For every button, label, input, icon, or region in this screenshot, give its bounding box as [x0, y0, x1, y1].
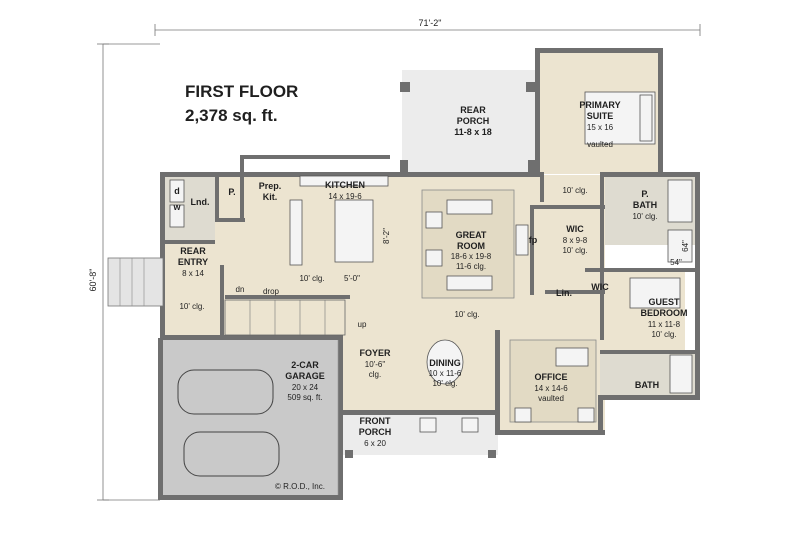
island-height-note: 8'-2" — [382, 228, 391, 244]
great-room-name-2: ROOM — [457, 241, 485, 251]
kitchen-ceiling-note: 10' clg. — [299, 274, 324, 283]
wic2-name: WIC — [591, 282, 609, 292]
garage-name-2: GARAGE — [285, 371, 325, 381]
dining-name: DINING — [429, 358, 461, 368]
plan-title: FIRST FLOOR — [185, 82, 298, 101]
great-room-name-1: GREAT — [456, 230, 487, 240]
washer-name: w — [172, 202, 181, 212]
copyright-text: © R.O.D., Inc. — [275, 482, 325, 491]
primary-suite-note: vaulted — [587, 140, 613, 149]
p-bath-name-1: P. — [641, 189, 648, 199]
rear-entry-name-1: REAR — [180, 246, 206, 256]
garage-area: 509 sq. ft. — [287, 393, 322, 402]
rear-entry-size: 8 x 14 — [182, 269, 204, 278]
island-width-note: 5'-0" — [344, 274, 360, 283]
prep-kitchen-name-1: Prep. — [259, 181, 282, 191]
wic-size: 8 x 9-8 — [563, 236, 588, 245]
guest-bedroom-size: 11 x 11-8 — [648, 320, 681, 329]
office-note: vaulted — [538, 394, 564, 403]
primary-suite-size: 15 x 16 — [587, 123, 614, 132]
foyer-ceiling-2: clg. — [369, 370, 381, 379]
front-porch-name-1: FRONT — [360, 416, 391, 426]
walls — [158, 48, 700, 500]
shower-dim-note: 64" — [681, 240, 690, 252]
linen-name: Lin. — [556, 288, 572, 298]
front-porch-name-2: PORCH — [359, 427, 392, 437]
foyer-name: FOYER — [359, 348, 391, 358]
guest-bedroom-ceiling: 10' clg. — [651, 330, 676, 339]
kitchen-size: 14 x 19-6 — [328, 192, 362, 201]
rear-porch-size: 11-8 x 18 — [454, 127, 492, 137]
bath-name: BATH — [635, 380, 659, 390]
primary-ceiling-note: 10' clg. — [562, 186, 587, 195]
garage-size: 20 x 24 — [292, 383, 319, 392]
great-room-ceiling: 11-6 clg. — [456, 262, 486, 271]
drop-zone-note: drop — [263, 287, 280, 296]
wic-ceiling: 10' clg. — [562, 246, 587, 255]
rear-entry-ceiling-note: 10' clg. — [179, 302, 204, 311]
rear-entry-name-2: ENTRY — [178, 257, 208, 267]
dryer-name: d — [174, 186, 180, 196]
shower-dim-note-2: 54" — [670, 258, 682, 267]
pantry-name: P. — [228, 187, 235, 197]
dimension-lines — [97, 24, 701, 501]
garage-name-1: 2-CAR — [291, 360, 319, 370]
room-labels: REAR PORCH 11-8 x 18 PRIMARY SUITE 15 x … — [172, 100, 687, 448]
foyer-ceiling-1: 10'-6" — [365, 360, 386, 369]
primary-suite-name-2: SUITE — [587, 111, 614, 121]
overall-depth-label: 60'-8" — [88, 269, 98, 292]
prep-kitchen-name-2: Kit. — [263, 192, 278, 202]
fixtures — [107, 91, 693, 495]
rear-porch-name-2: PORCH — [457, 116, 490, 126]
hall-ceiling-note: 10' clg. — [454, 310, 479, 319]
dining-ceiling: 10' clg. — [432, 379, 457, 388]
guest-bedroom-name-2: BEDROOM — [641, 308, 688, 318]
great-room-size: 18-6 x 19-8 — [451, 252, 492, 261]
p-bath-name-2: BATH — [633, 200, 657, 210]
laundry-name: Lnd. — [191, 197, 210, 207]
office-name: OFFICE — [535, 372, 568, 382]
wic-name: WIC — [566, 224, 584, 234]
plan-area: 2,378 sq. ft. — [185, 106, 278, 125]
fireplace-name: fp — [529, 235, 538, 245]
p-bath-ceiling: 10' clg. — [632, 212, 657, 221]
kitchen-name: KITCHEN — [325, 180, 365, 190]
stair-down-note: dn — [236, 285, 245, 294]
rear-porch-name-1: REAR — [460, 105, 486, 115]
stair-up-note: up — [358, 320, 367, 329]
dining-size: 10 x 11-6 — [429, 369, 462, 378]
front-porch-size: 6 x 20 — [364, 439, 386, 448]
guest-bedroom-name-1: GUEST — [648, 297, 680, 307]
plan-notes: 10' clg. 10' clg. 8'-2" 5'-0" 10' clg. 1… — [179, 186, 690, 329]
primary-suite-name-1: PRIMARY — [579, 100, 620, 110]
office-size: 14 x 14-6 — [534, 384, 568, 393]
overall-width-label: 71'-2" — [419, 18, 442, 28]
